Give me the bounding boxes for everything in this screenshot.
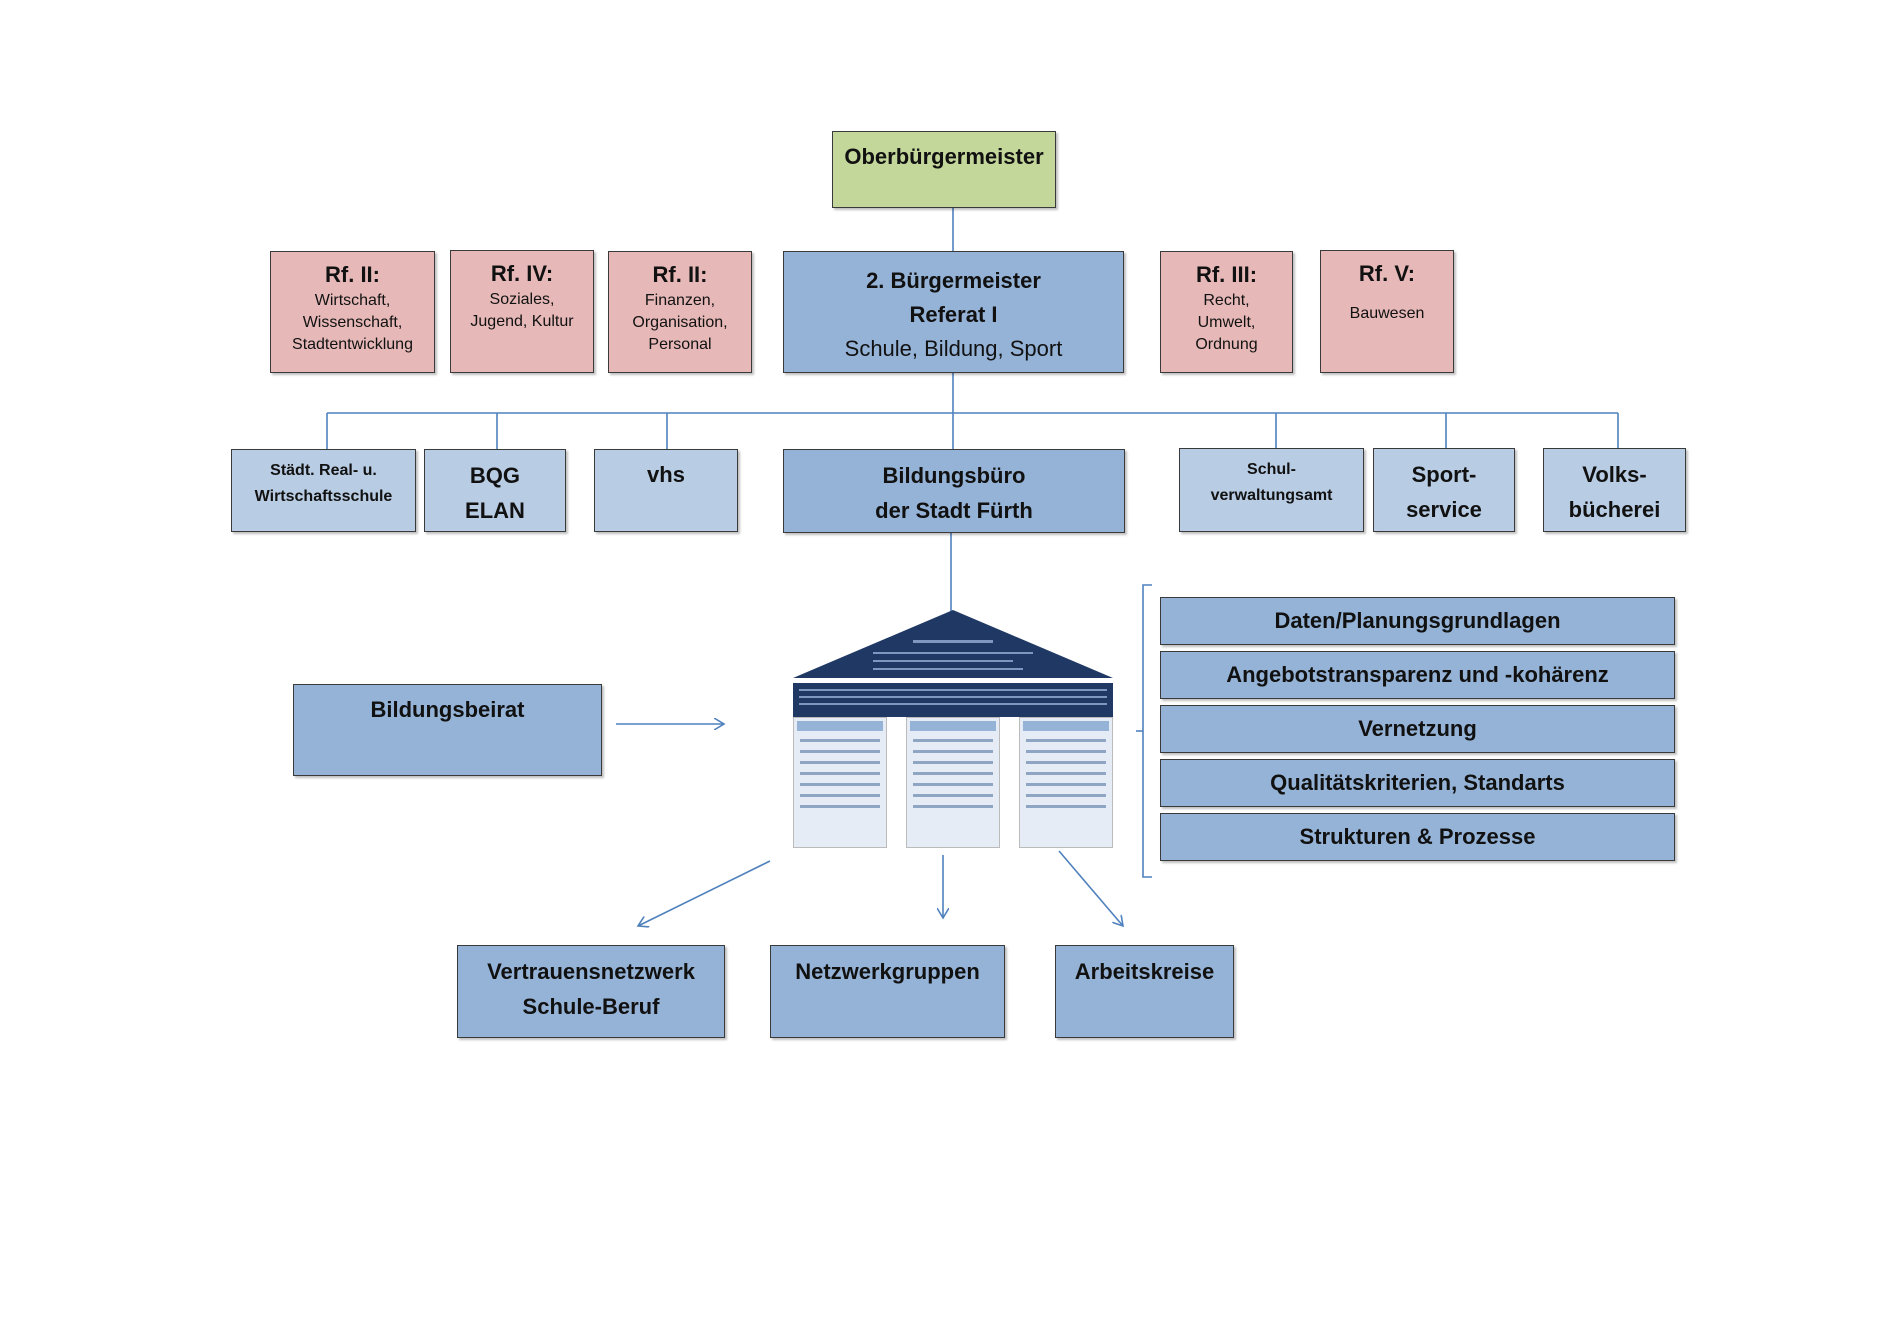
referat-subtitle: Finanzen, Organisation, Personal xyxy=(632,292,728,353)
referat-title: Rf. V: xyxy=(1358,261,1416,286)
house-beam xyxy=(793,683,1113,717)
buergermeister-referat-box: 2. Bürgermeister Referat I Schule, Bildu… xyxy=(783,251,1124,373)
oberbuergermeister-label: Oberbürgermeister xyxy=(844,144,1044,169)
unit-label: Sport- service xyxy=(1406,462,1482,522)
oberbuergermeister-box: Oberbürgermeister xyxy=(832,131,1056,208)
unit-label: BQG ELAN xyxy=(465,463,525,523)
task-box: Angebotstransparenz und -kohärenz xyxy=(1160,651,1675,699)
referat-title: Rf. II: xyxy=(652,262,708,287)
referat-box: Rf. IV: Soziales, Jugend, Kultur xyxy=(450,250,594,373)
network-box: Vertrauensnetzwerk Schule-Beruf xyxy=(457,945,725,1038)
task-box: Daten/Planungsgrundlagen xyxy=(1160,597,1675,645)
referat-box: Rf. II: Wirtschaft, Wissenschaft, Stadte… xyxy=(270,251,435,373)
unit-label: Volks- bücherei xyxy=(1568,462,1661,522)
buergermeister-title: 2. Bürgermeister Referat I xyxy=(866,268,1041,327)
arrow-vertrauensnetzwerk xyxy=(638,860,771,926)
network-box: Netzwerkgruppen xyxy=(770,945,1005,1038)
unit-box: vhs xyxy=(594,449,738,532)
unit-label: Städt. Real- u. Wirtschaftsschule xyxy=(254,462,393,505)
referat-subject: Schule, Bildung, Sport xyxy=(844,336,1063,361)
task-label: Vernetzung xyxy=(1358,716,1477,741)
unit-box: Schul- verwaltungsamt xyxy=(1179,448,1364,532)
task-label: Angebotstransparenz und -kohärenz xyxy=(1226,662,1609,687)
task-label: Daten/Planungsgrundlagen xyxy=(1274,608,1561,633)
task-box: Strukturen & Prozesse xyxy=(1160,813,1675,861)
referat-box: Rf. III: Recht, Umwelt, Ordnung xyxy=(1160,251,1293,373)
house-roof-graphic xyxy=(793,610,1113,678)
task-label: Qualitätskriterien, Standarts xyxy=(1270,770,1565,795)
referat-subtitle: Bauwesen xyxy=(1349,305,1425,322)
arrow-arbeitskreise xyxy=(1058,850,1123,926)
unit-label: Schul- verwaltungsamt xyxy=(1210,461,1333,504)
bildungsbuero-box: Bildungsbüro der Stadt Fürth xyxy=(783,449,1125,533)
referat-box: Rf. II: Finanzen, Organisation, Personal xyxy=(608,251,752,373)
referat-box: Rf. V: Bauwesen xyxy=(1320,250,1454,373)
referat-subtitle: Wirtschaft, Wissenschaft, Stadtentwicklu… xyxy=(292,292,413,353)
bildungsbeirat-box: Bildungsbeirat xyxy=(293,684,602,776)
unit-box: Sport- service xyxy=(1373,448,1515,532)
network-label: Arbeitskreise xyxy=(1074,959,1215,984)
referat-subtitle: Soziales, Jugend, Kultur xyxy=(470,291,574,330)
unit-label: vhs xyxy=(647,462,685,487)
task-box: Vernetzung xyxy=(1160,705,1675,753)
network-box: Arbeitskreise xyxy=(1055,945,1234,1038)
house-pillar xyxy=(793,717,887,848)
network-label: Netzwerkgruppen xyxy=(795,959,980,984)
bildungsbeirat-label: Bildungsbeirat xyxy=(370,697,525,722)
unit-label: Bildungsbüro der Stadt Fürth xyxy=(875,463,1033,523)
task-box: Qualitätskriterien, Standarts xyxy=(1160,759,1675,807)
house-pillar xyxy=(906,717,1000,848)
referat-title: Rf. IV: xyxy=(490,261,554,286)
task-label: Strukturen & Prozesse xyxy=(1299,824,1536,849)
tasks-bracket xyxy=(1142,584,1152,878)
house-pillar xyxy=(1019,717,1113,848)
unit-box: BQG ELAN xyxy=(424,449,566,532)
unit-box: Städt. Real- u. Wirtschaftsschule xyxy=(231,449,416,532)
unit-box: Volks- bücherei xyxy=(1543,448,1686,532)
referat-title: Rf. II: xyxy=(325,262,380,287)
network-label: Vertrauensnetzwerk Schule-Beruf xyxy=(487,959,695,1019)
referat-subtitle: Recht, Umwelt, Ordnung xyxy=(1195,292,1258,353)
referat-title: Rf. III: xyxy=(1195,262,1258,287)
